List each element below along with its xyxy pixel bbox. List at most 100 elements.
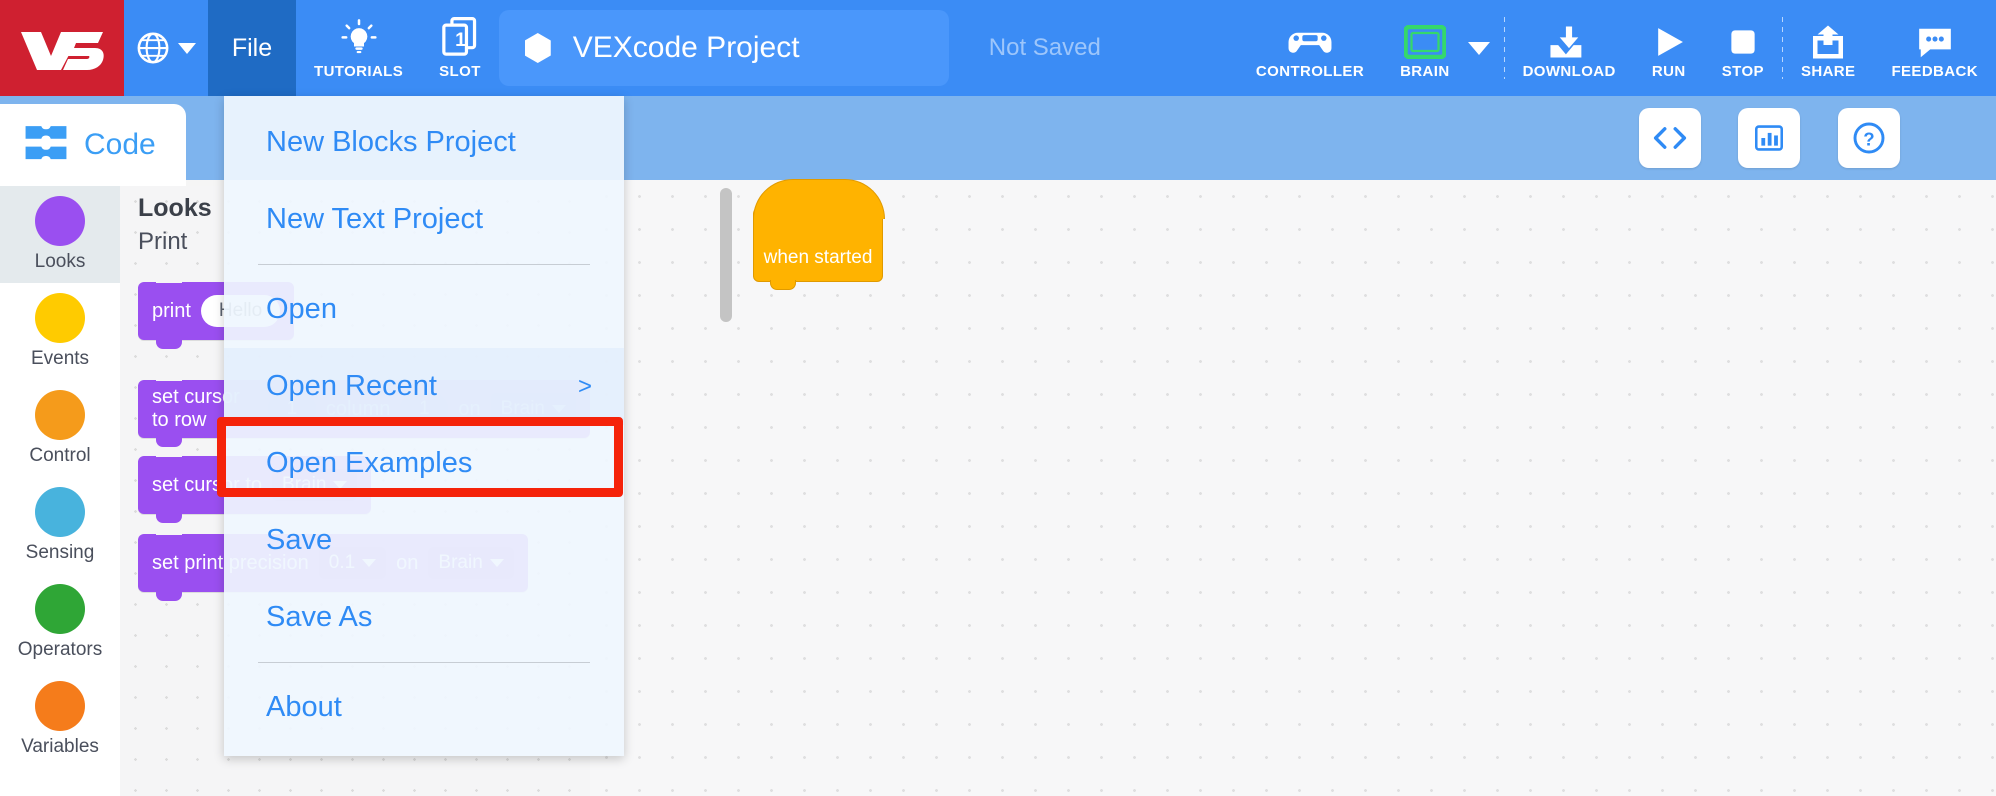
sidebar-item-label: Events bbox=[30, 348, 90, 369]
slot-icon: 1 bbox=[440, 16, 480, 59]
block-when-started[interactable]: when started bbox=[753, 179, 885, 290]
view-code-button[interactable] bbox=[1639, 108, 1701, 168]
menu-item-open-examples[interactable]: Open Examples bbox=[224, 425, 624, 502]
menu-item-label: New Blocks Project bbox=[266, 126, 516, 158]
events-color-icon bbox=[35, 293, 85, 343]
bar-chart-icon bbox=[1755, 125, 1783, 151]
controller-label: CONTROLLER bbox=[1255, 62, 1365, 80]
brain-dropdown-button[interactable] bbox=[1467, 0, 1504, 96]
menu-item-label: Save As bbox=[266, 601, 373, 633]
sidebar-item-label: Variables bbox=[21, 736, 99, 757]
sidebar-item-label: Control bbox=[29, 445, 91, 466]
download-label: DOWNLOAD bbox=[1522, 62, 1616, 80]
svg-text:?: ? bbox=[1863, 128, 1874, 149]
question-mark-icon: ? bbox=[1853, 122, 1885, 154]
sidebar-item-variables[interactable]: Variables bbox=[0, 671, 120, 768]
blocks-icon bbox=[25, 126, 67, 160]
share-button[interactable]: SHARE bbox=[1783, 0, 1874, 96]
menu-item-save-as[interactable]: Save As bbox=[224, 579, 624, 656]
stop-button[interactable]: STOP bbox=[1704, 0, 1782, 96]
comment-dots-icon bbox=[1916, 17, 1954, 59]
brain-icon bbox=[1403, 17, 1446, 59]
menu-item-label: Open Examples bbox=[266, 447, 473, 479]
sidebar-item-looks[interactable]: Looks bbox=[0, 186, 120, 283]
menu-item-new-text-project[interactable]: New Text Project bbox=[224, 181, 624, 258]
workspace-scrollbar[interactable] bbox=[720, 188, 732, 322]
toolbar-divider bbox=[1503, 17, 1505, 79]
slot-button[interactable]: 1 SLOT bbox=[421, 0, 499, 96]
menu-item-open[interactable]: Open bbox=[224, 271, 624, 348]
menu-item-save[interactable]: Save bbox=[224, 502, 624, 579]
tutorials-button[interactable]: TUTORIALS bbox=[296, 0, 421, 96]
toolbar-divider-2 bbox=[1781, 17, 1783, 79]
lightbulb-icon bbox=[339, 17, 379, 59]
variables-color-icon bbox=[35, 681, 85, 731]
v5-logo-icon bbox=[21, 32, 104, 70]
sidebar-item-label: Sensing bbox=[25, 542, 95, 563]
file-dropdown-menu[interactable]: New Blocks Project New Text Project Open… bbox=[224, 96, 624, 756]
sidebar-item-label: Looks bbox=[34, 251, 86, 272]
hat-block-label: when started bbox=[763, 247, 873, 268]
play-icon bbox=[1652, 17, 1686, 59]
hexagon-icon bbox=[524, 33, 551, 63]
download-icon bbox=[1548, 17, 1590, 59]
controller-icon bbox=[1287, 17, 1333, 59]
run-label: RUN bbox=[1651, 62, 1686, 80]
control-color-icon bbox=[35, 390, 85, 440]
language-selector[interactable] bbox=[124, 0, 208, 96]
tab-code[interactable]: Code bbox=[0, 104, 186, 186]
code-tab-label: Code bbox=[84, 128, 156, 161]
feedback-label: FEEDBACK bbox=[1891, 62, 1978, 80]
share-icon bbox=[1810, 17, 1846, 59]
palette-section-label: Print bbox=[138, 228, 188, 255]
menu-item-about[interactable]: About bbox=[224, 669, 624, 746]
sidebar-item-label: Operators bbox=[17, 639, 103, 660]
sensing-color-icon bbox=[35, 487, 85, 537]
tutorials-label: TUTORIALS bbox=[314, 62, 404, 80]
run-button[interactable]: RUN bbox=[1634, 0, 1704, 96]
chevron-down-icon bbox=[178, 42, 196, 54]
code-workspace[interactable]: when started bbox=[590, 179, 1996, 796]
hat-block-cap bbox=[753, 179, 885, 219]
menu-item-label: New Text Project bbox=[266, 203, 484, 235]
operators-color-icon bbox=[35, 584, 85, 634]
project-name-text: VEXcode Project bbox=[572, 31, 800, 64]
download-button[interactable]: DOWNLOAD bbox=[1505, 0, 1634, 96]
looks-color-icon bbox=[35, 196, 85, 246]
sidebar-item-events[interactable]: Events bbox=[0, 283, 120, 380]
menu-separator-2 bbox=[258, 662, 590, 663]
block-label: print bbox=[152, 299, 191, 322]
menu-item-label: Open bbox=[266, 293, 337, 325]
save-status: Not Saved bbox=[988, 34, 1101, 61]
block-label: set cursor to row bbox=[152, 386, 240, 431]
feedback-button[interactable]: FEEDBACK bbox=[1873, 0, 1996, 96]
menu-item-open-recent[interactable]: Open Recent > bbox=[224, 348, 624, 425]
sidebar-item-operators[interactable]: Operators bbox=[0, 574, 120, 671]
hat-block-notch bbox=[770, 280, 796, 290]
brain-label: BRAIN bbox=[1400, 62, 1450, 80]
toolbar-spacer bbox=[1141, 0, 1238, 96]
chevron-down-icon bbox=[1467, 41, 1490, 55]
help-button[interactable]: ? bbox=[1838, 108, 1900, 168]
code-brackets-icon bbox=[1653, 127, 1687, 149]
project-name-field[interactable]: VEXcode Project bbox=[498, 10, 949, 86]
menu-separator bbox=[258, 264, 590, 265]
stop-label: STOP bbox=[1721, 62, 1764, 80]
menu-item-label: About bbox=[266, 691, 342, 723]
share-label: SHARE bbox=[1800, 62, 1856, 80]
controller-button[interactable]: CONTROLLER bbox=[1238, 0, 1382, 96]
stop-square-icon bbox=[1727, 17, 1759, 59]
brain-button[interactable]: BRAIN bbox=[1382, 0, 1468, 96]
monitor-button[interactable] bbox=[1738, 108, 1800, 168]
sidebar-item-control[interactable]: Control bbox=[0, 380, 120, 477]
menu-item-label: Open Recent bbox=[266, 370, 437, 402]
menu-item-new-blocks-project[interactable]: New Blocks Project bbox=[224, 104, 624, 181]
category-sidebar: Looks Events Control Sensing Operators V… bbox=[0, 186, 120, 796]
globe-icon bbox=[137, 32, 169, 64]
top-toolbar: File TUTORIALS 1 bbox=[0, 0, 1996, 96]
file-menu-button[interactable]: File bbox=[208, 0, 296, 96]
sidebar-item-sensing[interactable]: Sensing bbox=[0, 477, 120, 574]
svg-text:1: 1 bbox=[455, 29, 466, 51]
v5-logo bbox=[0, 0, 124, 96]
submenu-arrow-icon: > bbox=[577, 372, 592, 400]
